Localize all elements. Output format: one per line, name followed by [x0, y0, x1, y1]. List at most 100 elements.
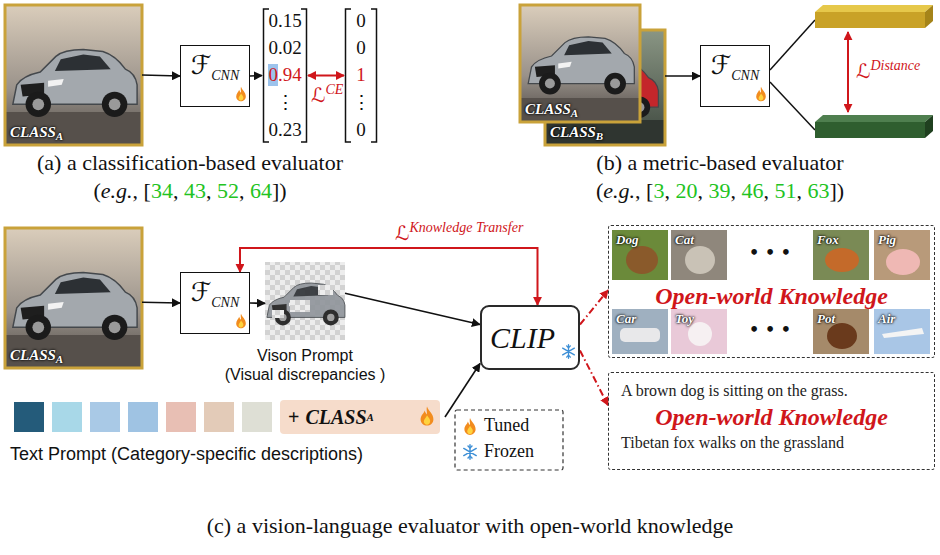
label-group: ℒCE [311, 82, 343, 109]
label-text: , [173, 178, 184, 203]
label-group: (c) a vision-language evaluator with ope… [207, 513, 734, 539]
label-text: , [763, 178, 774, 203]
image-tile: Toy [672, 310, 728, 355]
connector [240, 248, 538, 305]
car-photo-front [520, 5, 640, 122]
image-tile: Cat [672, 231, 728, 281]
label-text: CLASS [305, 406, 366, 429]
label-group: (e.g., [3, 20, 39, 46, 51, 63]) [596, 178, 844, 204]
connector [580, 351, 608, 406]
label-text: Cat [675, 232, 694, 248]
label-text: 43 [184, 178, 206, 203]
label-text: 3 [653, 178, 664, 203]
label-text: Text Prompt (Category-specific descripti… [10, 444, 363, 464]
knowledge-images [612, 230, 930, 354]
label-text: ]) [829, 178, 844, 203]
image-tile: Pot [814, 310, 870, 355]
class-tag: CLASSA [525, 100, 578, 119]
label-text: Vison Prompt [225, 346, 386, 365]
label-text: 63 [807, 178, 829, 203]
label-text: ⋮ [352, 91, 371, 114]
car-photo [5, 228, 142, 368]
label-text: ⋮ [276, 91, 295, 114]
cnn-box: ℱCNN [180, 45, 250, 107]
connector [142, 75, 180, 76]
class-tag: CLASSA [10, 346, 63, 365]
cnn-label: ℱCNN [181, 50, 249, 84]
label-text: A [367, 411, 374, 423]
label-text: (c) a vision-language evaluator with ope… [207, 513, 734, 538]
cnn-box: ℱCNN [700, 45, 770, 107]
class-tag: CLASSA [10, 123, 63, 142]
label-text: A [56, 130, 63, 142]
label-text: ]) [272, 178, 287, 203]
prompt-tokens [14, 400, 440, 434]
vision-prompt: Vison Prompt(Visual discrepancies ) [265, 262, 345, 340]
label-text: Pig [878, 232, 896, 248]
legend-text: Frozen [484, 441, 534, 462]
class-token: +CLASSA [280, 400, 440, 434]
score-vector: 0.150.020.94⋮0.23 [262, 8, 308, 143]
caption-below: Vison Prompt(Visual discrepancies ) [225, 346, 386, 384]
bracket-line [346, 9, 377, 142]
connector [665, 75, 700, 77]
connector [250, 302, 265, 304]
label-text: • • • [749, 320, 791, 339]
connector [345, 293, 480, 324]
image-panel: CLASSA [5, 5, 142, 145]
label-text: , [697, 178, 708, 203]
label-text: , [ [133, 178, 151, 203]
label-text: ℒ [311, 83, 325, 107]
label-text: 20 [675, 178, 697, 203]
label-text: CLASS [550, 124, 596, 140]
image-tile: Fox [814, 231, 870, 281]
label-text: Distance [870, 58, 920, 73]
connector [142, 301, 180, 303]
image-panel: CLASSA [520, 5, 640, 122]
knowledge-title: Open-world Knowledge [609, 282, 934, 310]
label-text: , [239, 178, 250, 203]
label-group: • • • [749, 320, 791, 339]
label-text: CE [325, 82, 343, 97]
connector [580, 290, 608, 324]
text-prompt: Text Prompt (Category-specific descripti… [10, 398, 445, 436]
label-text: , [ [635, 178, 653, 203]
label-text: Dog [616, 232, 638, 248]
vision-prompt-picture [265, 262, 345, 340]
label-text: Fox [817, 232, 839, 248]
label-text: 46 [741, 178, 763, 203]
label-text: CLASS [525, 101, 571, 117]
image-tile: Air [875, 310, 931, 355]
label-text: ℱ [191, 277, 211, 307]
label-text: ℱ [711, 50, 731, 80]
caption-below: Text Prompt (Category-specific descripti… [10, 444, 363, 465]
label-text: (a) a classification-based evaluator [37, 150, 343, 175]
label-text: CLIP [490, 321, 555, 355]
label-text: 0.15 [268, 10, 301, 32]
label-text: 34 [151, 178, 173, 203]
label-text: (b) a metric-based evaluator [596, 150, 843, 175]
label-text: 51 [774, 178, 796, 203]
legend [455, 410, 563, 470]
label-text: 0 [356, 119, 366, 141]
label-text: e.g. [603, 178, 635, 203]
label-text: 64 [250, 178, 272, 203]
label-text: • • • [749, 243, 791, 262]
label-text: Knowledge Transfer [409, 220, 523, 235]
label-vector: 001⋮0 [344, 8, 378, 143]
label-text: Tibetan fox walks on the grassland [621, 432, 922, 454]
label-group: • • • [749, 243, 791, 262]
label-group: ℒDistance [856, 58, 920, 85]
label-text: Toy [675, 311, 694, 327]
clip-box: CLIP [480, 305, 580, 370]
label-text: , [730, 178, 741, 203]
cnn-label: ℱCNN [181, 277, 249, 311]
label-text: CNN [211, 68, 239, 83]
image-tile: Pig [875, 231, 931, 281]
label-text: ( [93, 178, 100, 203]
label-text: 0.02 [268, 37, 301, 59]
label-group: (a) a classification-based evaluator [37, 150, 343, 176]
